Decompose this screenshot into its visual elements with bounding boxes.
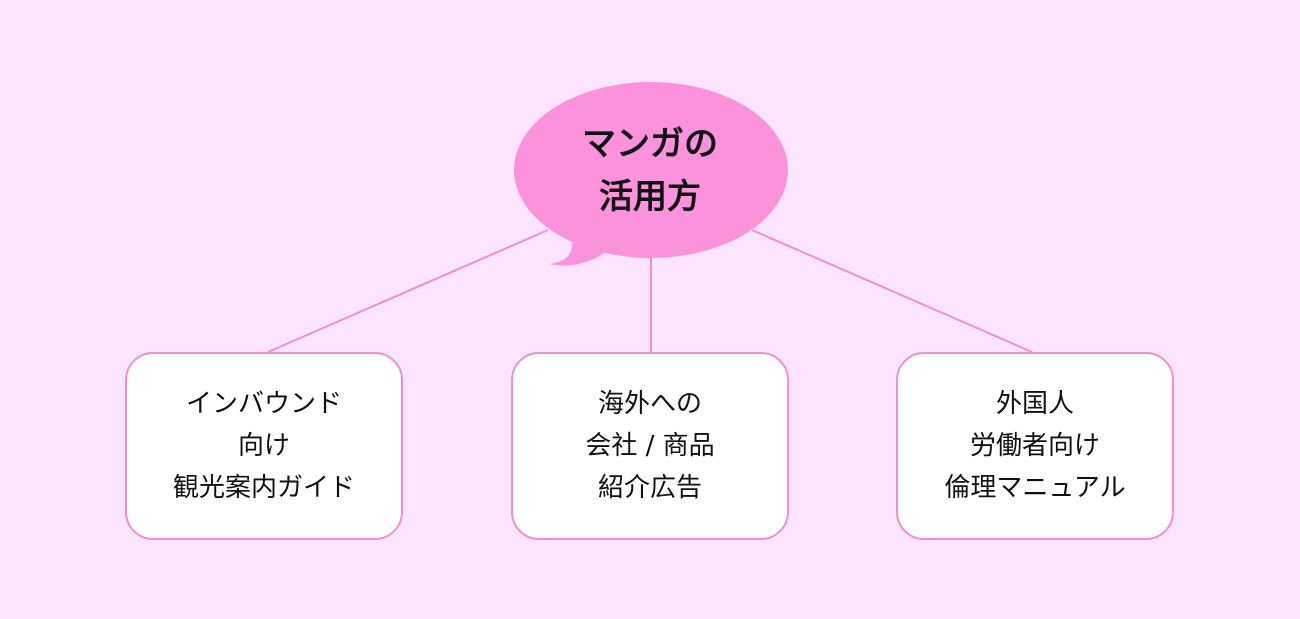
- branch-box-worker-manual: 外国人 労働者向け 倫理マニュアル: [896, 352, 1174, 540]
- speech-bubble: [514, 82, 788, 266]
- central-title-line-1: マンガの: [582, 124, 718, 164]
- branch-box-worker-manual-line-1: 外国人: [995, 389, 1074, 419]
- branch-box-overseas-ad-line-3: 紹介広告: [597, 473, 702, 503]
- branch-box-inbound-line-2: 向け: [237, 431, 290, 461]
- central-title: マンガの 活用方: [515, 118, 785, 224]
- branch-box-worker-manual-line-3: 倫理マニュアル: [944, 473, 1126, 503]
- branch-box-overseas-ad-line-1: 海外への: [597, 389, 702, 419]
- branch-box-worker-manual-line-2: 労働者向け: [969, 431, 1100, 461]
- branch-box-inbound: インバウンド 向け 観光案内ガイド: [125, 352, 403, 540]
- branch-box-overseas-ad-line-2: 会社 / 商品: [585, 431, 715, 461]
- connector-right: [751, 229, 1033, 353]
- speech-bubble-body: [514, 82, 788, 258]
- central-title-line-2: 活用方: [599, 177, 701, 217]
- connector-left: [267, 229, 549, 353]
- branch-box-overseas-ad: 海外への 会社 / 商品 紹介広告: [511, 352, 789, 540]
- branch-box-inbound-line-3: 観光案内ガイド: [172, 473, 355, 503]
- branch-box-inbound-line-1: インバウンド: [185, 389, 342, 419]
